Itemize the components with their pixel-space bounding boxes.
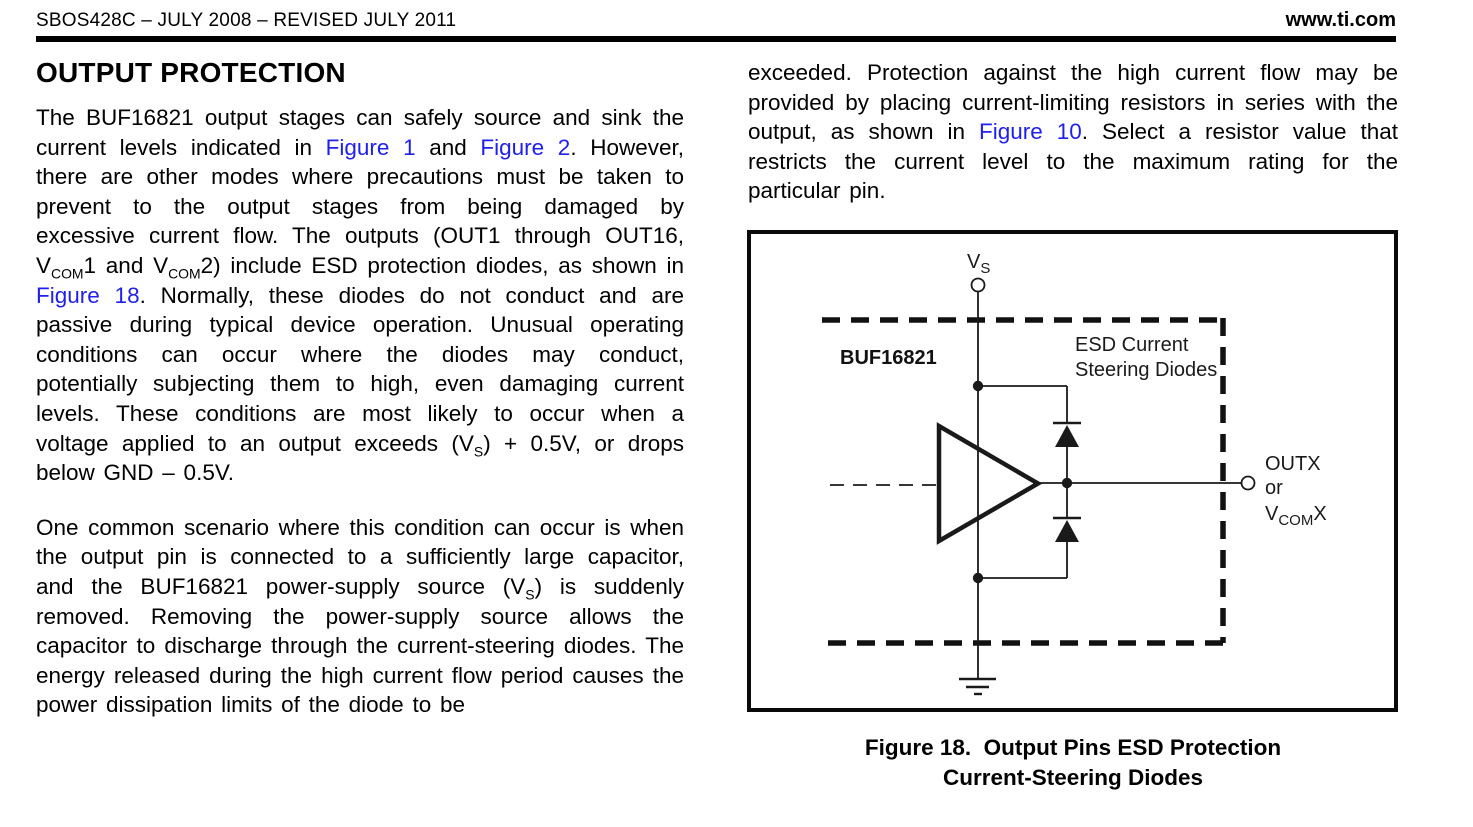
junction-dot <box>972 572 984 584</box>
left-text-column: OUTPUT PROTECTION The BUF16821 output st… <box>36 58 684 745</box>
ground-icon <box>959 677 996 696</box>
text-run: . Normally, these diodes do not conduct … <box>36 282 684 456</box>
figure-reference-link[interactable]: Figure 1 <box>325 134 416 160</box>
figure-reference-link[interactable]: Figure 10 <box>979 119 1082 145</box>
vs-terminal: VS <box>967 251 990 293</box>
ti-website-link[interactable]: www.ti.com <box>1285 9 1396 31</box>
header-rule <box>36 36 1396 42</box>
text-run: . However, there are other modes where p… <box>36 134 684 278</box>
section-heading: OUTPUT PROTECTION <box>36 57 346 88</box>
junction-dot <box>972 380 984 392</box>
subscript-text: COM <box>51 265 84 282</box>
vs-label-sub: S <box>980 260 990 277</box>
figure-caption-line1: Figure 18. Output Pins ESD Protection <box>864 735 1282 760</box>
figure-caption-line2: Current-Steering Diodes <box>942 765 1204 790</box>
body-paragraph: The BUF16821 output stages can safely so… <box>36 103 684 488</box>
device-label: BUF16821 <box>840 347 937 369</box>
figure-caption: Figure 18. Output Pins ESD Protection Cu… <box>748 733 1398 793</box>
subscript-text: S <box>525 586 535 603</box>
text-run: The BUF16821 output stages can safely so… <box>36 105 684 160</box>
svg-text:ESD Current: ESD Current <box>1075 334 1189 356</box>
vs-label: V <box>967 251 981 273</box>
output-terminal <box>1240 475 1256 491</box>
text-run: 1 and V <box>83 252 169 278</box>
svg-text:or: or <box>1265 477 1283 499</box>
figure-reference-link[interactable]: Figure 18 <box>36 282 140 308</box>
text-run: One common scenario where this condition… <box>36 514 684 599</box>
text-run: 2) include ESD protection diodes, as sho… <box>200 252 684 278</box>
text-run: exceeded. Protection against the high cu… <box>748 60 1398 145</box>
text-run: ) is suddenly removed. Removing the powe… <box>36 573 684 718</box>
document-id-header: SBOS428C – JULY 2008 – REVISED JULY 2011 <box>36 10 457 31</box>
body-paragraph: One common scenario where this condition… <box>36 513 684 720</box>
lower-esd-diode <box>1053 483 1081 578</box>
svg-text:VCOMX: VCOMX <box>1265 503 1327 529</box>
text-run: and <box>415 134 481 160</box>
text-run: . Select a resistor value that restricts… <box>748 119 1398 204</box>
buffer-amplifier-symbol <box>936 422 1043 545</box>
right-text-column: exceeded. Protection against the high cu… <box>748 58 1398 231</box>
upper-esd-diode <box>1053 386 1081 483</box>
figure-18-box: VS BUF16821 ESD Current Steering Diodes <box>747 230 1398 712</box>
body-paragraph: exceeded. Protection against the high cu… <box>748 58 1398 206</box>
ic-boundary-dashed-outline <box>822 317 1226 646</box>
esd-diodes-annotation: ESD Current Steering Diodes <box>1075 334 1217 381</box>
figure-reference-link[interactable]: Figure 2 <box>480 134 571 160</box>
subscript-text: COM <box>168 265 201 282</box>
esd-diode-schematic: VS BUF16821 ESD Current Steering Diodes <box>822 251 1327 696</box>
svg-text:Steering Diodes: Steering Diodes <box>1075 359 1217 381</box>
svg-text:VS: VS <box>967 251 990 277</box>
output-pin-labels: OUTX or VCOMX <box>1265 453 1327 529</box>
subscript-text: S <box>473 443 484 460</box>
svg-text:OUTX: OUTX <box>1265 453 1321 475</box>
text-run: ) + 0.5V, or drops below GND – 0.5V. <box>36 430 684 486</box>
